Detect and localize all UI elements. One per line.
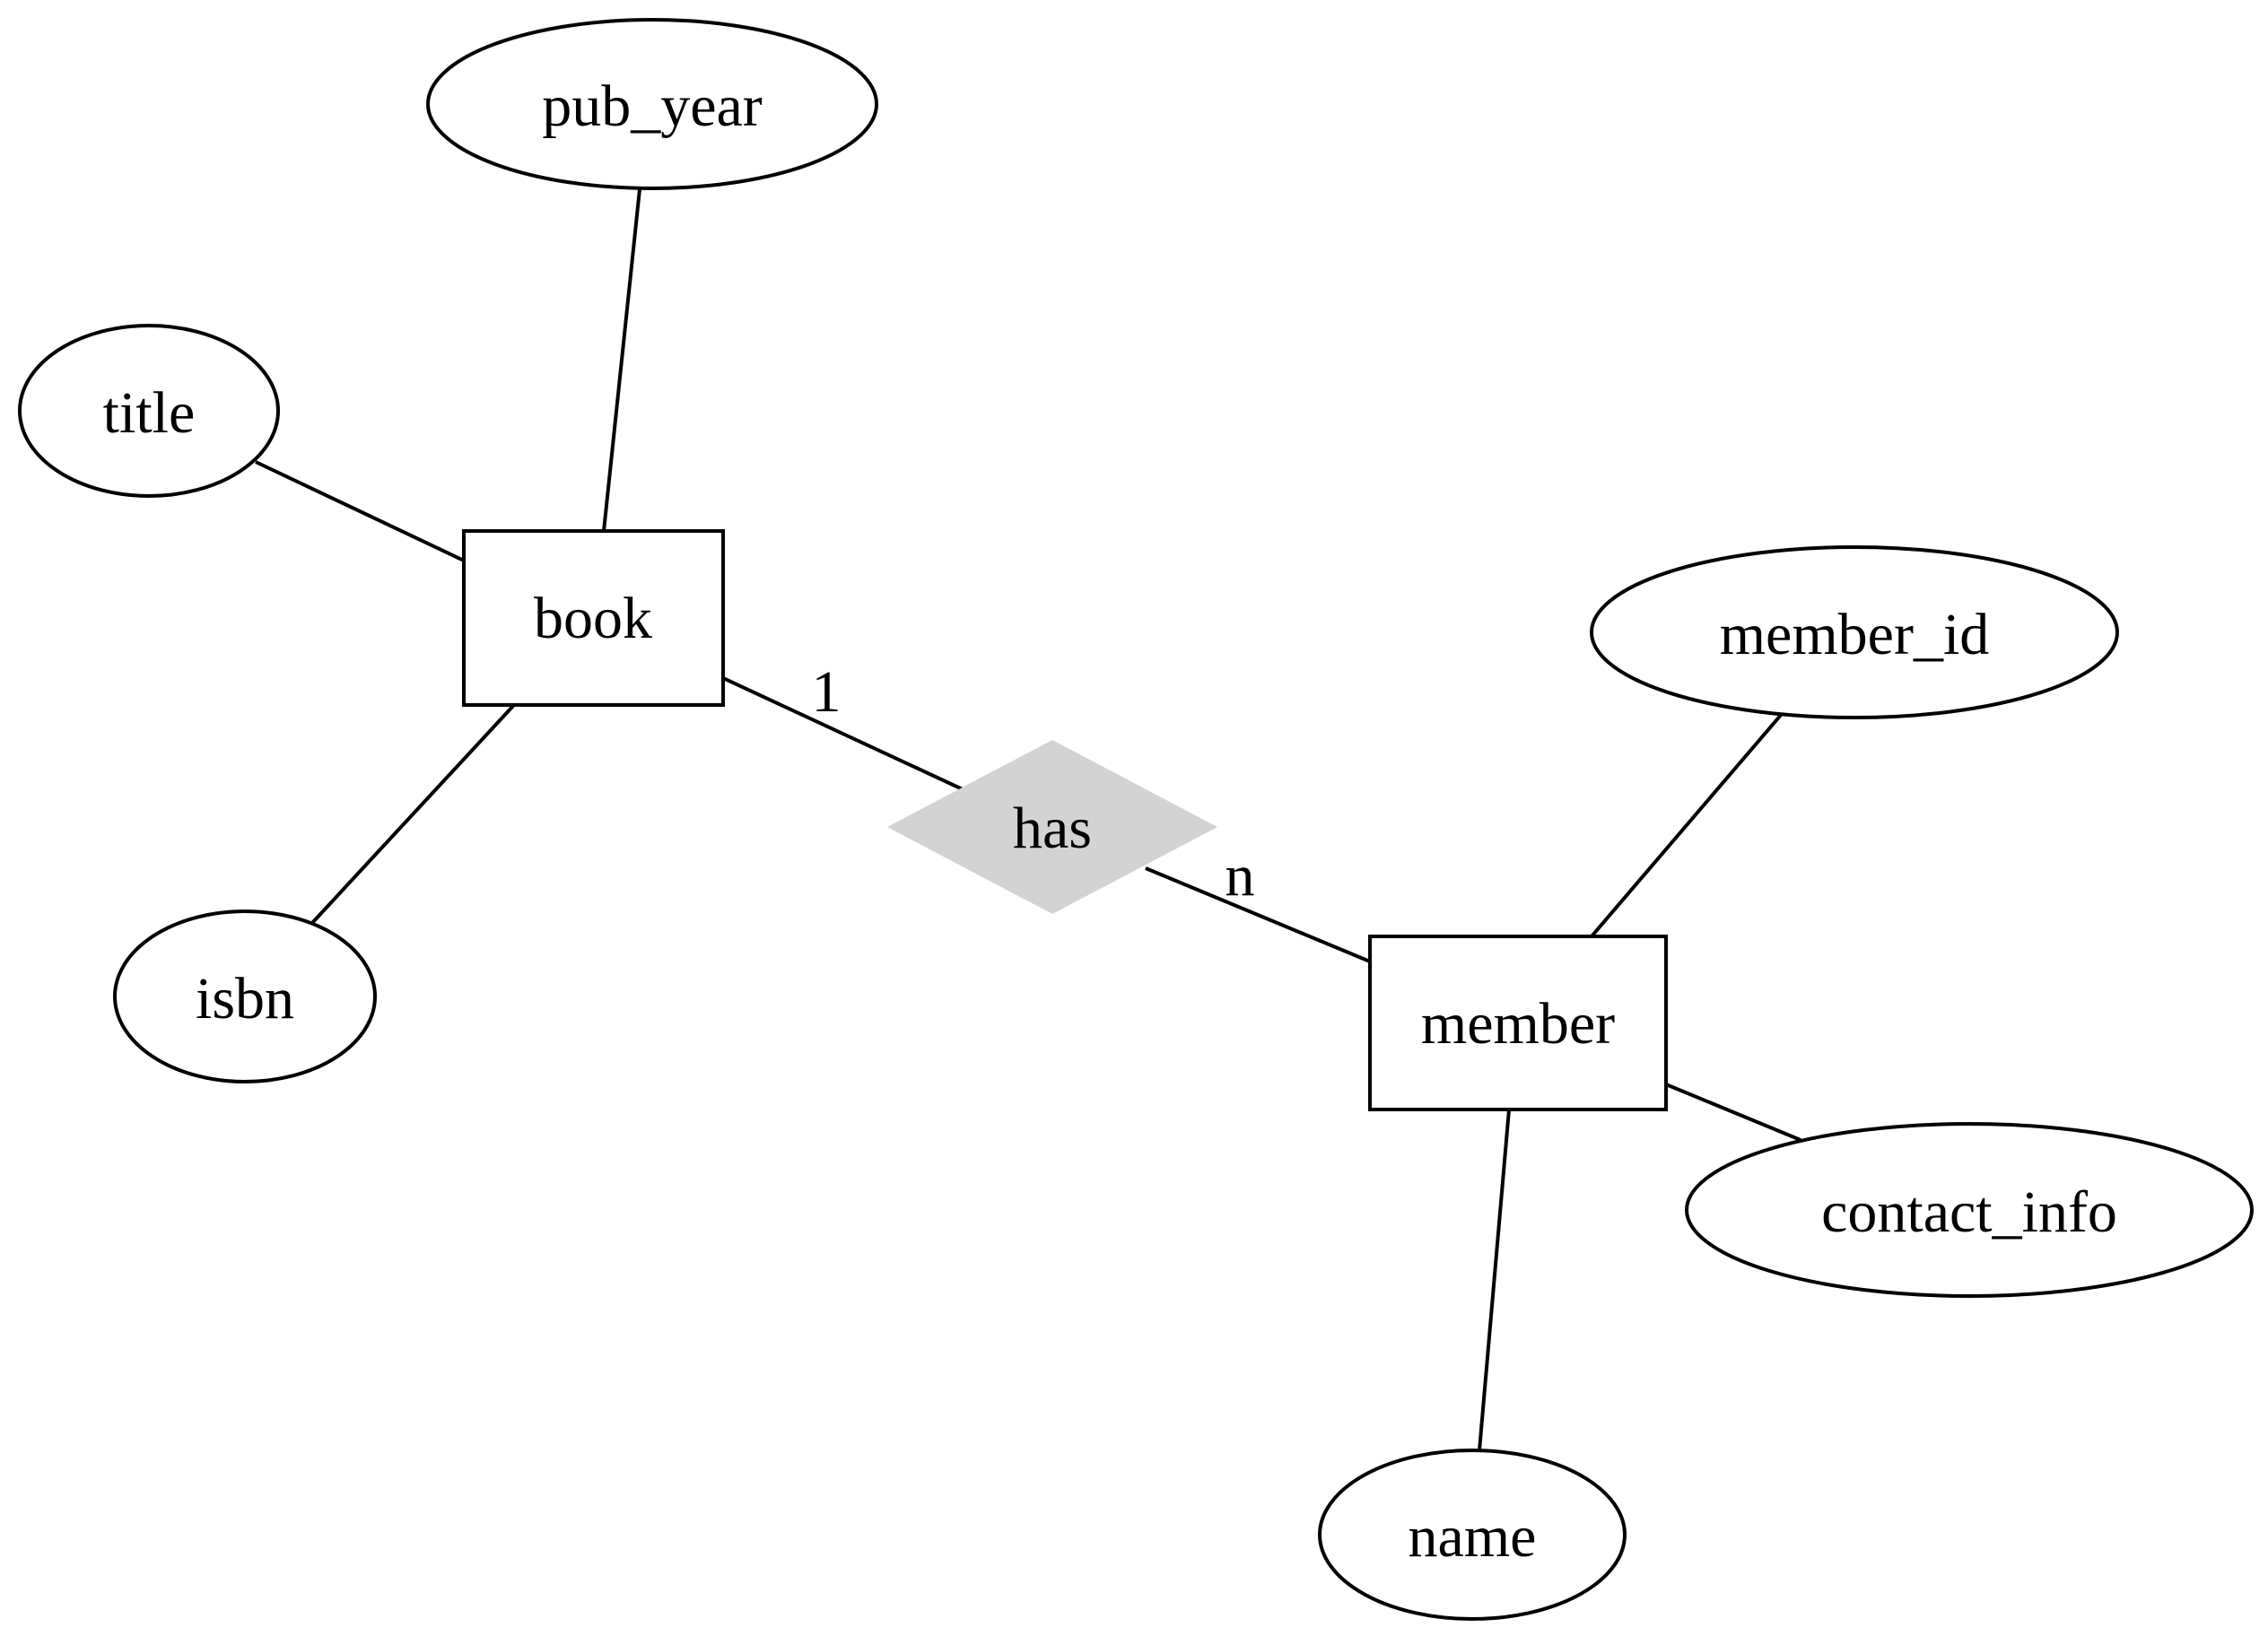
edge-book-pub-year: [602, 188, 641, 532]
relationship-has-label: has: [1013, 796, 1092, 861]
attribute-pub-year-ellipse: [426, 18, 878, 190]
entity-member-label: member: [1421, 991, 1615, 1057]
edge-has-member: [1145, 866, 1371, 963]
entity-book[interactable]: book: [462, 529, 725, 707]
attribute-title[interactable]: title: [18, 324, 280, 498]
entity-book-label: book: [534, 586, 652, 651]
attribute-contact-info-label: contact_info: [1821, 1179, 2117, 1245]
relationship-has-diamond: [887, 740, 1217, 914]
cardinality-label-book-has: 1: [812, 659, 842, 725]
cardinality-label-has-member: n: [1226, 843, 1255, 909]
entity-member-box: [1368, 935, 1668, 1111]
attribute-member-id-ellipse: [1590, 545, 2119, 719]
attribute-contact-info[interactable]: contact_info: [1685, 1122, 2254, 1298]
edge-book-isbn: [310, 704, 515, 925]
attribute-isbn[interactable]: isbn: [113, 909, 377, 1083]
attribute-title-label: title: [103, 380, 196, 446]
edge-book-title: [255, 460, 465, 562]
entity-book-box: [462, 529, 725, 707]
attribute-pub-year-label: pub_year: [542, 74, 763, 139]
attribute-title-ellipse: [18, 324, 280, 498]
attribute-member-id-label: member_id: [1720, 602, 1990, 667]
attribute-isbn-label: isbn: [196, 966, 294, 1031]
attribute-pub-year[interactable]: pub_year: [426, 18, 878, 190]
attribute-name-label: name: [1409, 1504, 1537, 1570]
relationship-has[interactable]: has: [887, 740, 1217, 914]
edge-member-name: [1478, 1109, 1511, 1451]
edge-book-has: [722, 676, 965, 792]
edge-member-member-id: [1590, 712, 1784, 938]
attribute-member-id[interactable]: member_id: [1590, 545, 2119, 719]
attribute-name-ellipse: [1318, 1449, 1627, 1621]
attribute-name[interactable]: name: [1318, 1449, 1627, 1621]
attribute-isbn-ellipse: [113, 909, 377, 1083]
entity-member[interactable]: member: [1368, 935, 1668, 1111]
attribute-contact-info-ellipse: [1685, 1122, 2254, 1298]
edge-member-contact-info: [1665, 1083, 1801, 1142]
